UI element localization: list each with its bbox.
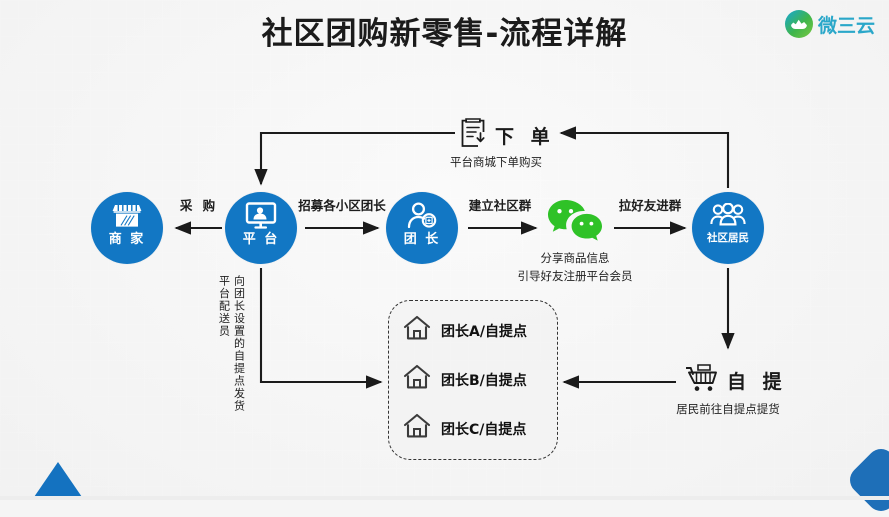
pickup-point-a-label: 团长A/自提点 [441, 323, 527, 340]
node-merchant[interactable]: 商 家 [91, 192, 163, 264]
decoration-corner-shape [844, 443, 889, 517]
page-title: 社区团购新零售-流程详解 [261, 16, 628, 52]
flowchart-canvas: 社区团购新零售-流程详解 微三云 [0, 0, 889, 500]
brand-name: 微三云 [817, 14, 875, 37]
order-step-title: 下 单 [495, 126, 555, 148]
node-platform[interactable]: 平 台 [225, 192, 297, 264]
order-step-caption: 平台商城下单购买 [450, 155, 542, 169]
bottom-bar [0, 496, 889, 500]
cloud-logo-icon [784, 10, 813, 38]
delivery-note-line2: 平台配送员 [217, 275, 231, 338]
pickup-points-group: 团长A/自提点 团长B/自提点 团长C/自提点 [388, 300, 558, 460]
node-residents-label: 社区居民 [707, 232, 749, 244]
node-leader-label: 团 长 [403, 232, 441, 247]
delivery-note-line1: 向团长设置的自提点发货 [232, 275, 246, 413]
monitor-person-icon [245, 201, 277, 231]
wechat-caption-1: 分享商品信息 [540, 251, 610, 265]
pickup-point-c[interactable]: 团长C/自提点 [403, 413, 526, 444]
order-step[interactable]: 下 单 [458, 116, 555, 155]
person-badge-icon [406, 201, 438, 231]
label-build-group: 建立社区群 [468, 198, 532, 213]
brand-logo: 微三云 [784, 10, 875, 38]
pickup-step-title: 自 提 [727, 371, 787, 393]
pickup-point-c-label: 团长C/自提点 [441, 421, 527, 438]
decoration-triangle [32, 462, 84, 500]
node-merchant-label: 商 家 [108, 232, 146, 247]
label-recruit: 招募各小区团长 [298, 198, 386, 213]
node-leader[interactable]: 团 长 [386, 192, 458, 264]
label-purchase: 采 购 [179, 198, 219, 213]
house-icon [403, 315, 431, 346]
node-platform-label: 平 台 [242, 232, 280, 247]
shop-icon [112, 201, 142, 231]
people-group-icon [710, 201, 746, 231]
order-clipboard-icon [458, 116, 488, 155]
pickup-point-b[interactable]: 团长B/自提点 [403, 364, 527, 395]
pickup-point-b-label: 团长B/自提点 [441, 372, 527, 389]
pickup-step-caption: 居民前往自提点提货 [676, 402, 780, 416]
label-invite-friends: 拉好友进群 [618, 198, 682, 213]
wechat-icon [545, 198, 603, 244]
house-icon [403, 413, 431, 444]
house-icon [403, 364, 431, 395]
pickup-step[interactable]: 自 提 [685, 362, 787, 399]
wechat-caption-2: 引导好友注册平台会员 [517, 269, 633, 283]
pickup-point-a[interactable]: 团长A/自提点 [403, 315, 527, 346]
node-residents[interactable]: 社区居民 [692, 192, 764, 264]
shopping-cart-icon [685, 362, 720, 399]
